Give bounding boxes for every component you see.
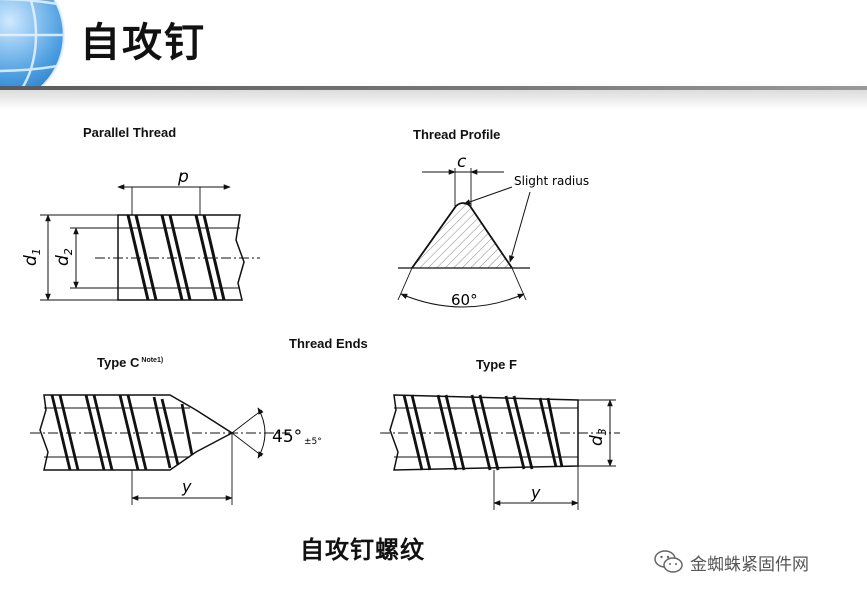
watermark: 金蜘蛛紧固件网 [654,549,809,575]
thread-profile-drawing [397,168,531,308]
thread-ends-label: Thread Ends [289,336,368,351]
slide-header: 自攻钉 [0,0,867,110]
pitch-symbol: p [177,167,189,187]
tip-angle-tolerance: ±5° [304,437,322,447]
thread-profile-label: Thread Profile [413,127,501,142]
wechat-icon [654,550,683,573]
profile-angle: 60° [451,291,478,309]
type-c-note: Note1) [141,357,164,364]
parallel-thread-label: Parallel Thread [83,125,177,140]
tip-angle: 45° [272,427,302,447]
parallel-thread-drawing [40,184,260,301]
thread-diagram: p d1 d2 c Slight radius 60° [21,152,620,510]
header-rule [0,86,867,90]
type-f-length: y [530,483,541,502]
type-c-length: y [181,477,192,496]
page-title: 自攻钉 [80,20,206,66]
d1-symbol: d1 [21,248,43,266]
type-f-drawing [380,394,620,510]
d2-symbol: d2 [53,248,75,266]
crest-symbol: c [457,152,467,172]
header-shadow [0,90,867,110]
d3-symbol: d3 [587,428,609,446]
caption: 自攻钉螺纹 [300,536,425,564]
slight-radius-note: Slight radius [514,174,589,188]
type-c-drawing [30,394,290,505]
globe-icon [0,0,66,106]
type-f-label: Type F [476,357,517,372]
watermark-text: 金蜘蛛紧固件网 [690,554,809,575]
